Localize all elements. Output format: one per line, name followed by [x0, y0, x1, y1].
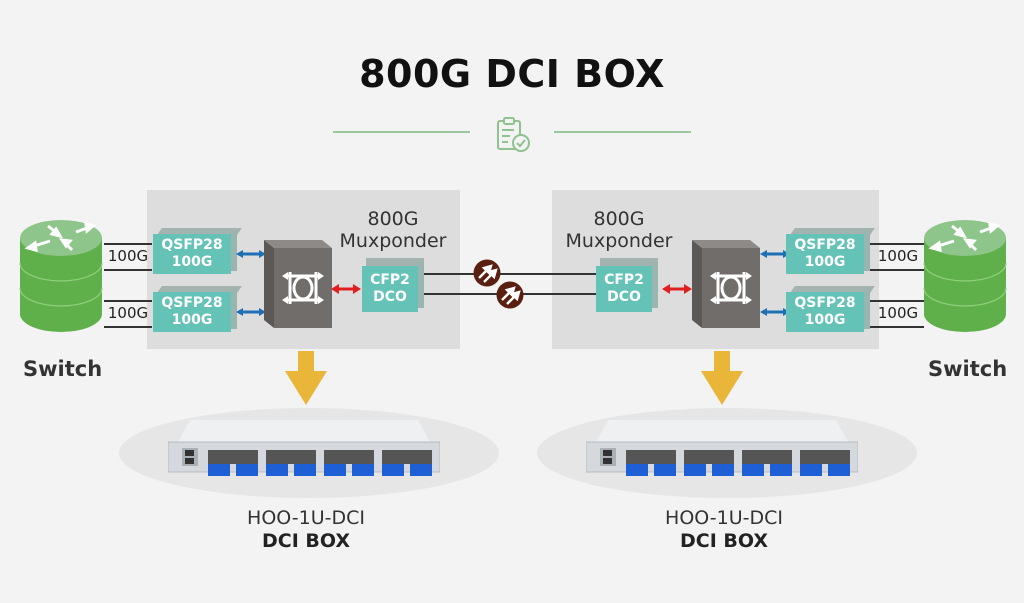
right-device-name: DCI BOX — [679, 530, 768, 552]
right-link-line — [870, 300, 924, 302]
left-bidirectional-arrow-red — [331, 284, 361, 294]
module-line1: QSFP28 — [161, 237, 223, 253]
left-device-model: HOO-1U-DCI — [247, 507, 365, 529]
left-switch-label: Switch — [23, 357, 103, 381]
right-link-line — [870, 243, 924, 245]
page-title: 800G DCI BOX — [359, 52, 665, 96]
left-dci-box-device-image — [168, 420, 440, 476]
left-down-arrow-icon — [285, 351, 327, 405]
module-line1: CFP2 — [370, 272, 410, 288]
left-link-line — [104, 300, 152, 302]
left-link-label-2: 100G — [107, 304, 149, 322]
left-switch-icon — [19, 220, 103, 332]
optical-amplifier-icon — [496, 281, 524, 309]
right-switch-label: Switch — [928, 357, 1008, 381]
muxponder-title-line2: Muxponder — [565, 230, 673, 252]
module-line2: DCO — [607, 289, 641, 305]
left-cross-connect-icon — [264, 240, 332, 328]
optical-amplifier-icon — [473, 259, 501, 287]
right-link-label-2: 100G — [877, 304, 919, 322]
title-divider-right — [554, 131, 691, 133]
right-cross-connect-icon — [692, 240, 760, 328]
module-line2: DCO — [373, 289, 407, 305]
left-bidirectional-arrow-blue-2 — [236, 308, 266, 316]
right-muxponder-title: 800G Muxponder — [556, 208, 682, 252]
module-line2: 100G — [171, 312, 213, 328]
right-bidirectional-arrow-red — [662, 284, 692, 294]
right-device-model: HOO-1U-DCI — [665, 507, 783, 529]
module-line2: 100G — [804, 254, 846, 270]
right-link-label-1: 100G — [877, 247, 919, 265]
muxponder-title-line1: 800G — [593, 208, 645, 230]
right-link-line — [870, 269, 924, 271]
right-switch-icon — [923, 220, 1007, 332]
left-device-name: DCI BOX — [261, 530, 350, 552]
module-line2: 100G — [804, 312, 846, 328]
title-divider-left — [333, 131, 470, 133]
muxponder-title-line1: 800G — [367, 208, 419, 230]
module-line1: QSFP28 — [794, 237, 856, 253]
clipboard-check-icon — [497, 117, 530, 152]
left-muxponder-title: 800G Muxponder — [330, 208, 456, 252]
right-dci-box-device-image — [586, 420, 858, 476]
module-line1: CFP2 — [604, 272, 644, 288]
right-down-arrow-icon — [701, 351, 743, 405]
left-link-line — [104, 326, 152, 328]
left-link-line — [104, 243, 152, 245]
left-link-line — [104, 269, 152, 271]
module-line1: QSFP28 — [161, 295, 223, 311]
fiber-line-1 — [424, 273, 596, 275]
module-line2: 100G — [171, 254, 213, 270]
muxponder-title-line2: Muxponder — [339, 230, 447, 252]
left-bidirectional-arrow-blue-1 — [236, 250, 266, 258]
left-link-label-1: 100G — [107, 247, 149, 265]
module-line1: QSFP28 — [794, 295, 856, 311]
right-link-line — [870, 326, 924, 328]
